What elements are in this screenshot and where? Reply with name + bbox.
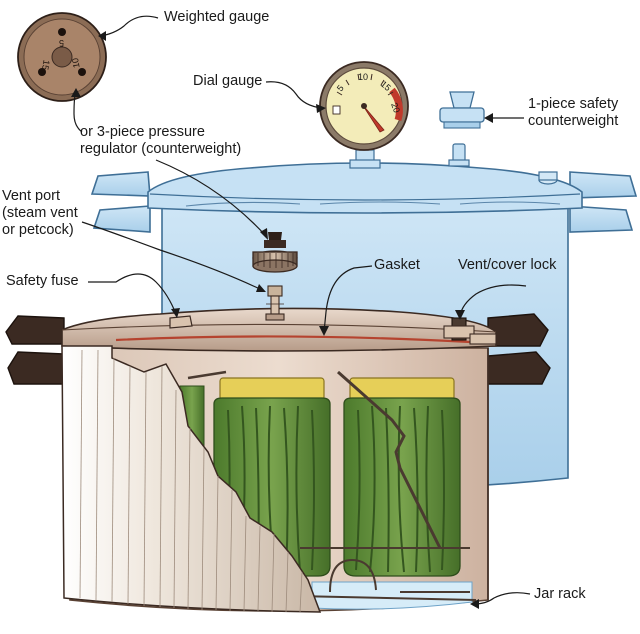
safety-fuse-icon: [169, 315, 193, 329]
pot-front-wall: [61, 345, 489, 613]
weighted-mark-5: 5: [59, 38, 64, 48]
dial-mark-5: 5: [335, 83, 346, 93]
label-one-piece-counterweight: 1-piece safety counterweight: [528, 96, 619, 129]
leader-safety-fuse: [88, 273, 177, 315]
leader-jar-rack: [473, 592, 531, 605]
three-piece-regulator-icon: [252, 232, 298, 273]
jar-right: [343, 377, 461, 577]
one-piece-counterweight-icon: [439, 91, 485, 129]
leader-gasket: [323, 265, 373, 333]
label-vent-cover-lock: Vent/cover lock: [458, 257, 557, 273]
leader-three-piece-to-regulator: [155, 159, 267, 237]
weighted-mark-15: 15: [40, 59, 52, 71]
vent-port-icon: [265, 285, 285, 321]
dial-mark-10: 10: [358, 72, 368, 82]
leader-vent-cover-lock: [459, 284, 527, 317]
label-three-piece-regulator: or 3-piece pressure regulator (counterwe…: [80, 124, 242, 157]
vent-cover-lock-icon: [443, 317, 497, 345]
leader-arrowheads: [71, 31, 493, 609]
leader-weighted-gauge: [99, 15, 159, 37]
label-jar-rack: Jar rack: [534, 586, 586, 602]
leader-vent-port: [81, 221, 263, 291]
label-dial-gauge: Dial gauge: [193, 73, 263, 89]
dial-mark-15: 15: [379, 79, 393, 93]
leader-dial-gauge: [265, 81, 323, 109]
label-weighted-gauge: Weighted gauge: [164, 9, 270, 25]
label-gasket: Gasket: [374, 257, 420, 273]
jar-rack: [295, 547, 477, 601]
weighted-gauge-icon: 5 10 15: [17, 12, 107, 102]
label-safety-fuse: Safety fuse: [6, 273, 79, 289]
pot-handles: [5, 313, 551, 385]
dial-gauge-icon: 5 10 15 20: [319, 61, 409, 151]
weighted-mark-10: 10: [70, 57, 82, 69]
dial-mark-20: 20: [389, 101, 402, 114]
leader-lines: [73, 15, 531, 605]
label-vent-port: Vent port (steam vent or petcock): [2, 188, 78, 238]
